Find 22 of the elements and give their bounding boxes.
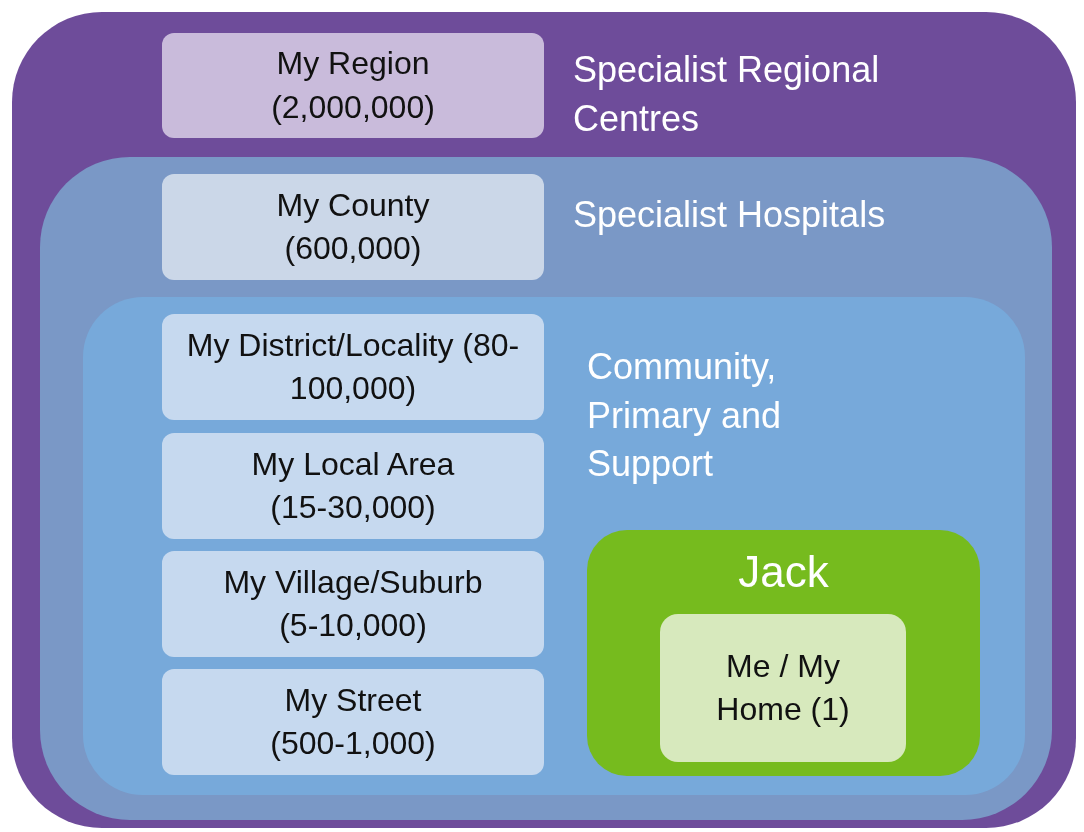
level-label: My County (600,000)	[275, 185, 431, 268]
person-name: Jack	[737, 546, 830, 598]
level-box	[162, 174, 544, 280]
level-box	[162, 314, 544, 420]
home-box	[660, 614, 906, 762]
community-band	[83, 297, 1025, 795]
level-label: Me / My Home (1)	[715, 646, 851, 729]
level-label: My Street (500-1,000)	[269, 680, 437, 763]
region-band	[12, 12, 1076, 828]
level-box	[162, 669, 544, 775]
band-heading: Specialist Hospitals	[573, 193, 887, 237]
level-label: My District/Locality (80-100,000)	[185, 325, 521, 408]
level-label: My Village/Suburb (5-10,000)	[222, 562, 484, 645]
level-label: My Region (2,000,000)	[270, 44, 436, 127]
level-box	[162, 551, 544, 657]
hospital-band	[40, 157, 1052, 820]
person-box	[587, 530, 980, 776]
band-heading: Community, Primary and Support	[587, 345, 783, 487]
level-label: My Local Area (15-30,000)	[250, 444, 456, 527]
level-box	[162, 433, 544, 539]
band-heading: Specialist Regional Centres	[573, 48, 881, 141]
level-box	[162, 33, 544, 138]
